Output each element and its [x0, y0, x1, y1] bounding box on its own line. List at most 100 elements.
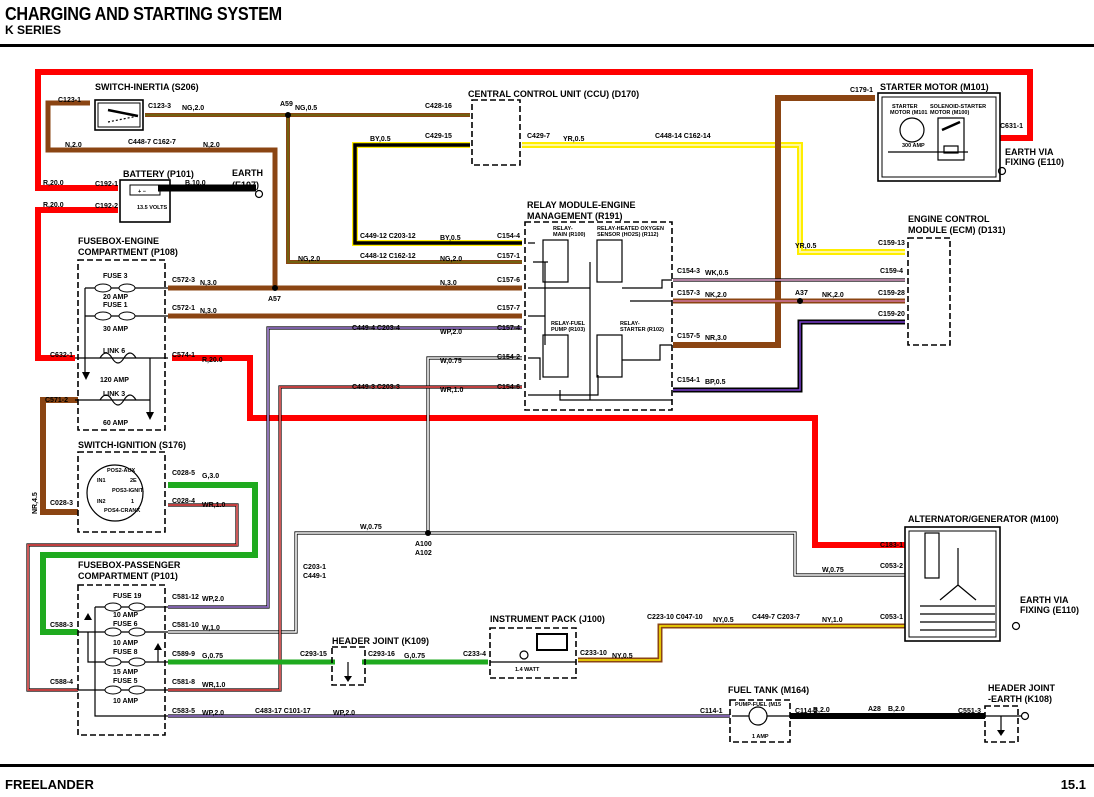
connector-c429-15: C429-15: [425, 133, 452, 140]
wires-layer: [26, 69, 1033, 719]
wire-bp: [673, 321, 905, 391]
wire-label-r20-b: R,20.0: [43, 202, 64, 209]
wire-ny: [578, 625, 905, 661]
connector-c114-1: C114-1: [700, 708, 723, 715]
connector-c159-4: C159-4: [880, 268, 903, 275]
connector-c233-4: C233-4: [463, 651, 486, 658]
connector-c154-6: C154-6: [497, 384, 520, 391]
connector-c574-1: C574-1: [172, 352, 195, 359]
component-label-relay-ho2s-2: SENSOR (HO2S) (R112): [597, 232, 659, 238]
components-layer: + −: [75, 92, 1030, 743]
connector-c449-1: C449-1: [303, 573, 326, 580]
wire-label-g30: G,3.0: [202, 473, 219, 480]
component-label-ign-1: 1: [131, 499, 134, 505]
relay-module: [524, 221, 673, 411]
pump-icon: [748, 706, 768, 726]
page-title: CHARGING AND STARTING SYSTEM: [5, 4, 282, 24]
component-label-earth-e110-bot-2: FIXING (E110): [1020, 605, 1079, 615]
connector-c179-1: C179-1: [850, 87, 873, 94]
connector-c028-4: C028-4: [172, 498, 195, 505]
component-label-ign-in1: IN1: [97, 478, 106, 484]
wire-label-b20-a: B,2.0: [813, 707, 830, 714]
wire-label-n30-a: N,3.0: [200, 280, 217, 287]
alternator: [904, 526, 1001, 642]
wire-label-ng20-c: NG,2.0: [440, 256, 462, 263]
component-label-fuse8: FUSE 8: [113, 649, 138, 656]
connector-c154-3: C154-3: [677, 268, 700, 275]
wire-label-wk05: WK,0.5: [705, 270, 728, 277]
component-label-fuse5-amp: 10 AMP: [113, 698, 138, 705]
fusebox-engine: [75, 259, 168, 431]
component-label-fuse19: FUSE 19: [113, 593, 142, 600]
component-label-starter: STARTER MOTOR (M101): [880, 82, 989, 92]
component-label-ccu: CENTRAL CONTROL UNIT (CCU) (D170): [468, 89, 639, 99]
connector-c449-3: C449-3 C203-3: [352, 384, 400, 391]
component-label-fuse1-amp: 30 AMP: [103, 326, 128, 333]
connector-a37: A37: [795, 290, 808, 297]
component-label-ign-pos2: POS2-AUX: [107, 468, 135, 474]
fuse-icon: [94, 283, 136, 321]
component-label-ecm-1: ENGINE CONTROL: [908, 214, 990, 224]
wire-label-r20-c: R,20.0: [202, 357, 223, 364]
component-label-link6: LINK 6: [103, 348, 125, 355]
splice-a100: [425, 530, 431, 536]
component-label-ign-pos3: POS3-IGNIT.: [112, 488, 145, 494]
connector-c293-15: C293-15: [300, 651, 327, 658]
connector-c631-1: C631-1: [1000, 123, 1023, 130]
wire-label-wp20-b: WP,2.0: [202, 596, 224, 603]
connector-c154-1: C154-1: [677, 377, 700, 384]
component-label-battery: BATTERY (P101): [123, 169, 194, 179]
wire-red-battery-fusebox: [35, 207, 118, 361]
wire-by: [352, 142, 522, 246]
component-label-link3: LINK 3: [103, 391, 125, 398]
connector-c428-16: C428-16: [425, 103, 452, 110]
component-label-starter-sub-1: STARTER: [892, 104, 918, 110]
connector-c123-3: C123-3: [148, 103, 171, 110]
wire-wr-ignition: [27, 504, 238, 691]
wire-label-ny05-b: NY,0.5: [713, 617, 734, 624]
connector-a57: A57: [268, 296, 281, 303]
component-label-ignition: SWITCH-IGNITION (S176): [78, 440, 186, 450]
header-joint-k108: [984, 705, 1030, 743]
component-label-relay-ho2s-1: RELAY-HEATED OXYGEN: [597, 226, 664, 232]
svg-text:+ −: + −: [138, 189, 146, 195]
connector-c632-1: C632-1: [50, 352, 73, 359]
wire-label-ny10: NY,1.0: [822, 617, 843, 624]
component-label-fuse8-amp: 15 AMP: [113, 669, 138, 676]
footer-model: FREELANDER: [5, 777, 94, 792]
component-label-fusebox-pass-2: COMPARTMENT (P101): [78, 571, 178, 581]
component-label-alternator: ALTERNATOR/GENERATOR (M100): [908, 514, 1059, 524]
fuse-icon: [104, 602, 146, 695]
wire-wr-relay: [168, 386, 522, 691]
connector-c588-3: C588-3: [50, 622, 73, 629]
component-label-header-k108-2: -EARTH (K108): [988, 694, 1052, 704]
connector-a59: A59: [280, 101, 293, 108]
connector-c449-4: C449-4 C203-4: [352, 325, 400, 332]
component-label-relay-module-1: RELAY MODULE-ENGINE: [527, 200, 636, 210]
connector-c589-9: C589-9: [172, 651, 195, 658]
header-joint-k109: [331, 646, 366, 686]
starter-motor: [877, 92, 1001, 182]
wire-label-n20-b: N,2.0: [203, 142, 220, 149]
connector-c157-1: C157-1: [497, 253, 520, 260]
connector-a102: A102: [415, 550, 432, 557]
component-label-instrument-watt: 1.4 WATT: [515, 667, 540, 673]
component-label-fuel-tank: FUEL TANK (M164): [728, 685, 809, 695]
wire-label-w075-a: W,0.75: [440, 358, 462, 365]
wire-label-wr10-a: WR,1.0: [440, 387, 463, 394]
component-label-fuel-pump-amp: 1 AMP: [752, 734, 769, 740]
connector-c449-12: C449-12 C203-12: [360, 233, 416, 240]
component-label-fusebox-engine-1: FUSEBOX-ENGINE: [78, 236, 159, 246]
connector-c157-5: C157-5: [677, 333, 700, 340]
header-divider: [0, 44, 1094, 47]
wire-label-yr05-b: YR,0.5: [795, 243, 817, 250]
earth-e107-icon: [254, 189, 264, 199]
connector-c159-13: C159-13: [878, 240, 905, 247]
wire-label-r20-a: R,20.0: [43, 180, 64, 187]
component-label-relay-module-2: MANAGEMENT (R191): [527, 211, 623, 221]
earth-k108-icon: [1020, 711, 1030, 721]
component-label-fusebox-pass-1: FUSEBOX-PASSENGER: [78, 560, 181, 570]
component-label-battery-volts: 13.5 VOLTS: [137, 205, 167, 211]
connector-c448-14: C448-14 C162-14: [655, 133, 711, 140]
